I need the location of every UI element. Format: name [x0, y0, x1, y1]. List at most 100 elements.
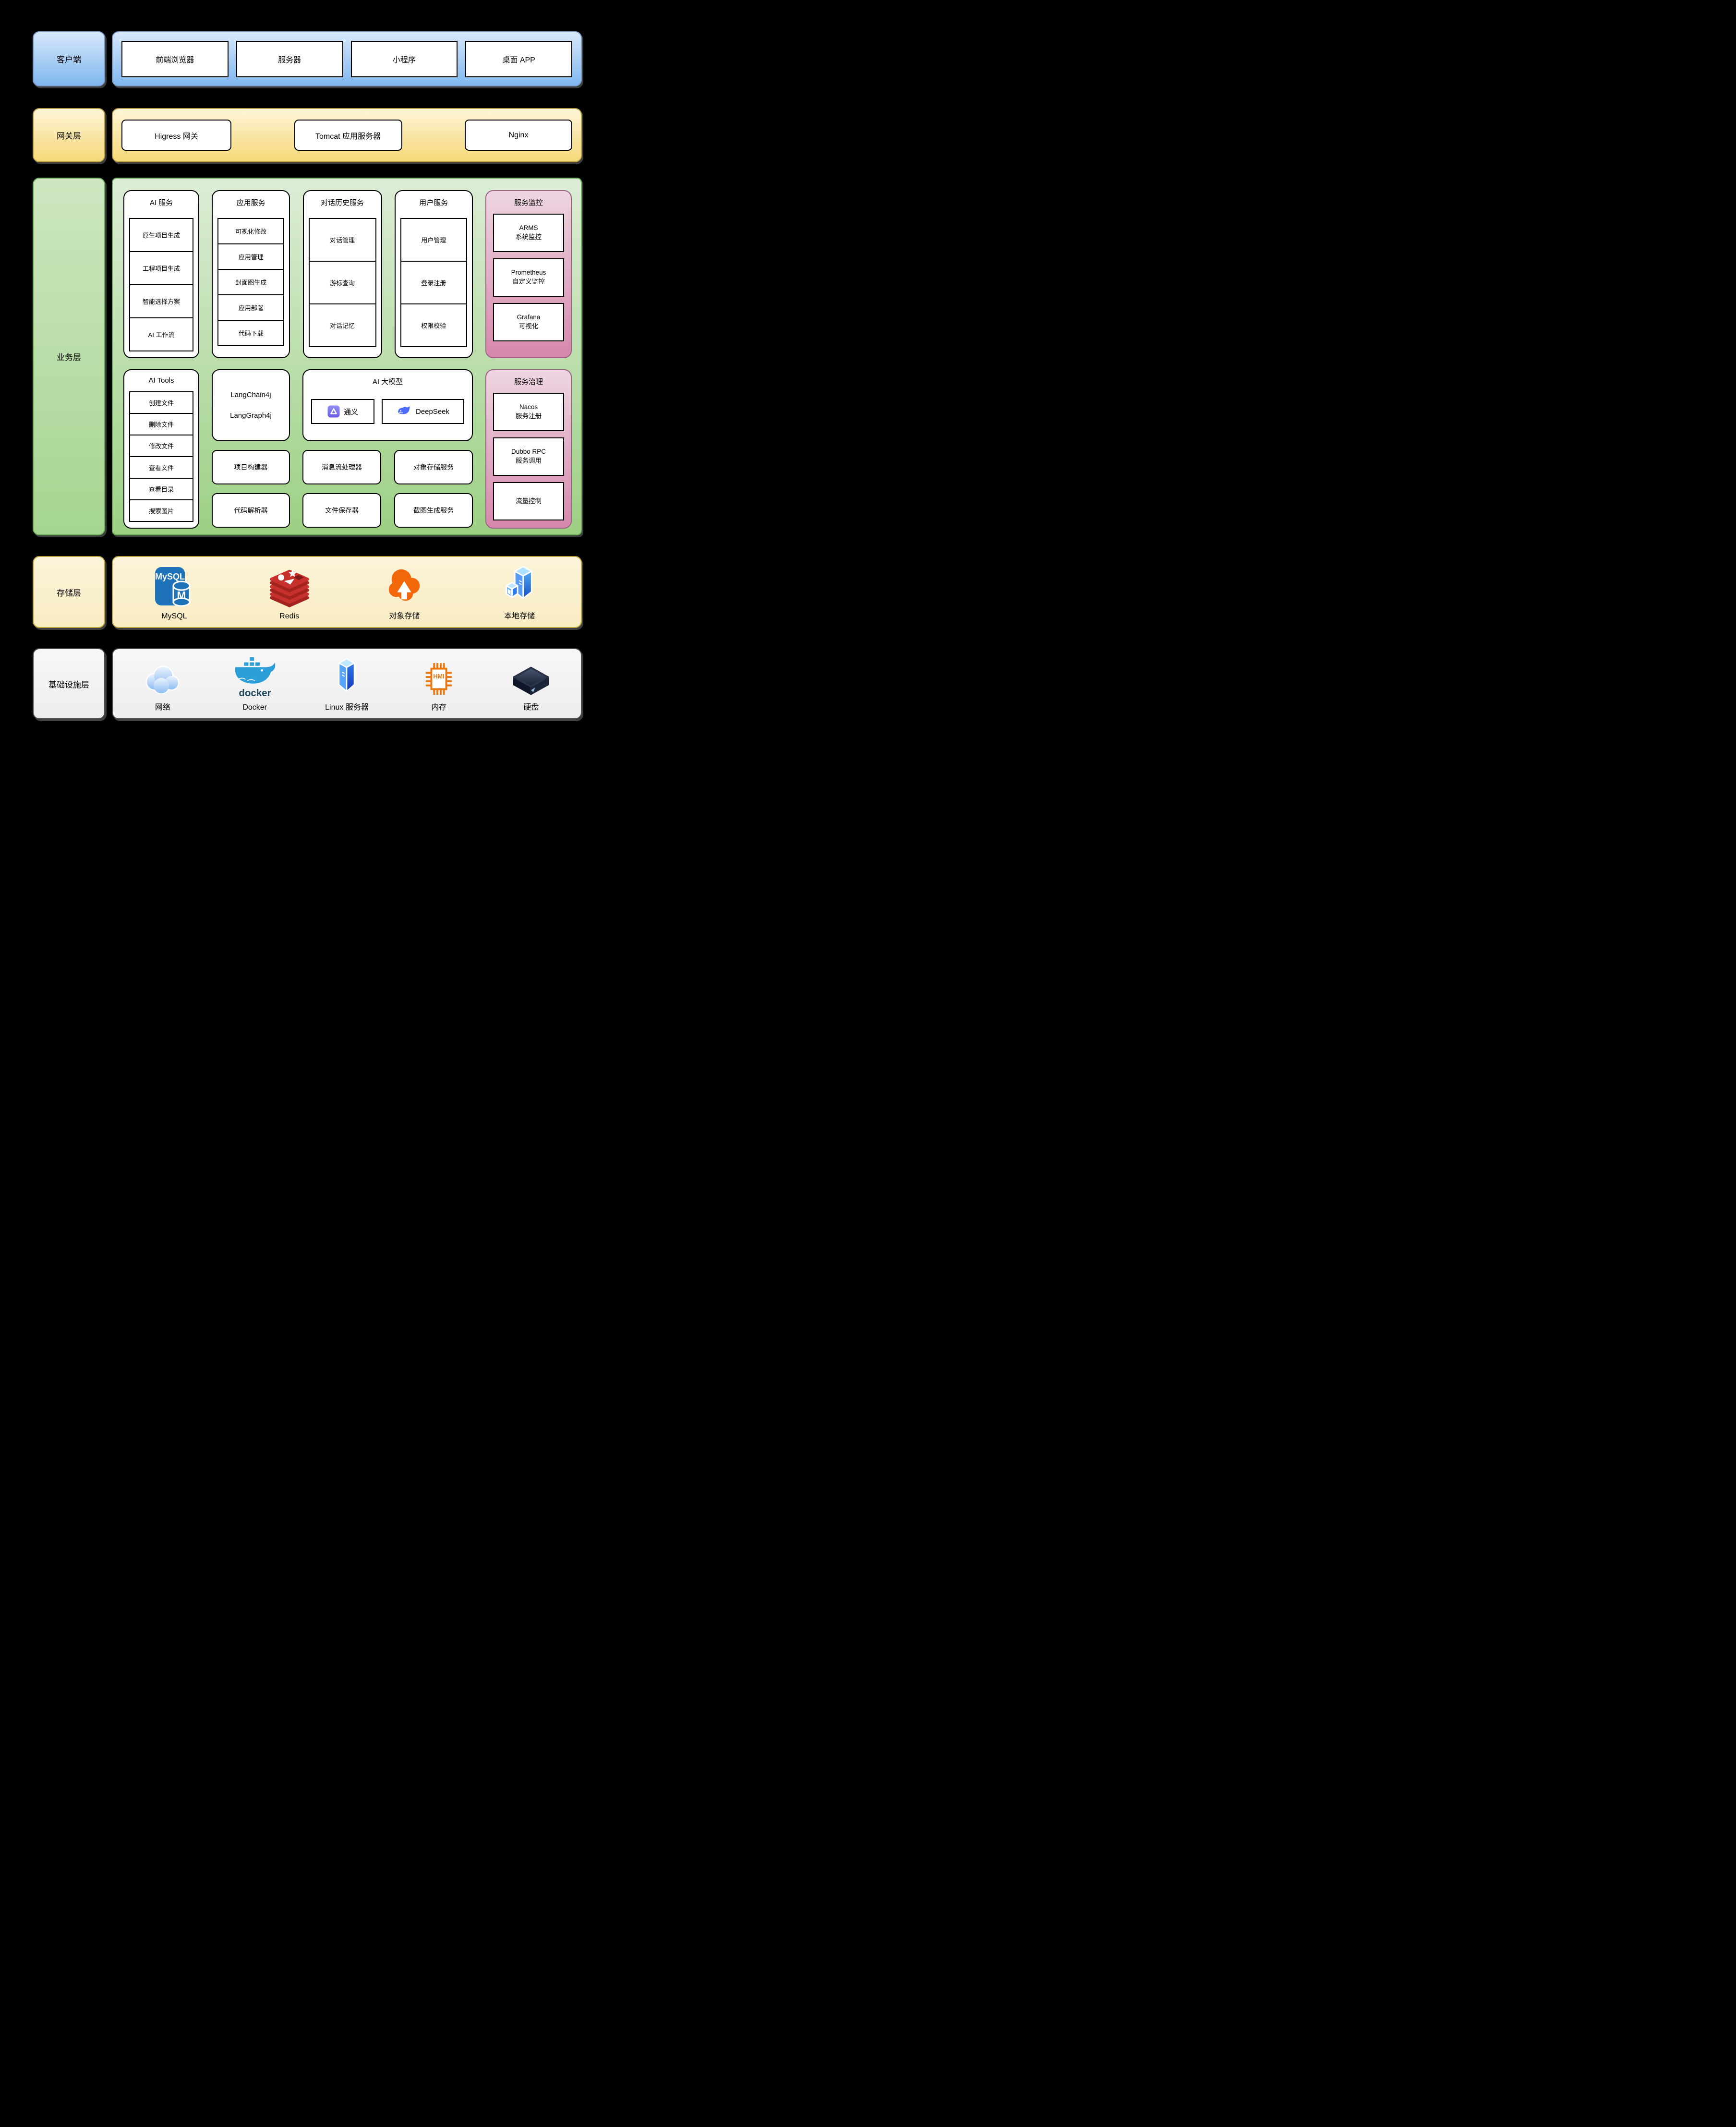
infra-layer-label: 基础设施层 [33, 648, 105, 719]
gateway-layer-row: 网关层 Higress 网关 Tomcat 应用服务器 Nginx [33, 108, 582, 162]
list-item: 应用部署 [217, 294, 285, 321]
tongyi-label: 通义 [343, 408, 358, 416]
governance-item-line2: 服务调用 [516, 457, 542, 464]
infra-item-label: 内存 [431, 703, 447, 712]
list-item: 用户管理 [400, 218, 467, 262]
list-item: 删除文件 [129, 413, 193, 435]
network-cloud-icon [142, 658, 183, 696]
deepseek-icon [398, 406, 410, 414]
gateway-box-tomcat: Tomcat 应用服务器 [294, 120, 402, 151]
business-bottom-cards: AI Tools 创建文件 删除文件 修改文件 查看文件 查看目录 搜索图片 L… [113, 369, 581, 529]
storage-layer-row: 存储层 MySQL M MySQL [33, 556, 582, 628]
infra-layer-row: 基础设施层 [33, 648, 582, 719]
storage-item-mysql: MySQL M MySQL [117, 557, 232, 627]
list-item: AI 工作流 [129, 317, 193, 351]
business-layer-label: 业务层 [33, 178, 105, 535]
infra-item-label: 网络 [155, 703, 170, 712]
storage-items: MySQL M MySQL [113, 557, 581, 627]
deepseek-model-box: DeepSeek [382, 399, 464, 424]
monitor-item-line2: 系统监控 [516, 233, 542, 241]
infra-layer-label-text: 基础设施层 [48, 680, 89, 689]
monitor-item-line2: 可视化 [518, 323, 539, 330]
project-builder-box: 项目构建器 [212, 450, 290, 484]
list-item: 对话记忆 [308, 303, 376, 347]
list-item: 封面图生成 [217, 269, 285, 295]
infra-item-label: Linux 服务器 [325, 703, 369, 712]
infra-item-linux-server: Linux 服务器 [301, 649, 393, 718]
list-item: 工程项目生成 [129, 251, 193, 285]
screenshot-service-box: 截图生成服务 [394, 493, 473, 528]
chat-history-title: 对话历史服务 [320, 199, 364, 207]
mid-row-1: 消息流处理器 对象存储服务 [302, 450, 473, 484]
list-item: 修改文件 [129, 435, 193, 457]
list-item: 代码下载 [217, 320, 285, 346]
code-parser-box: 代码解析器 [212, 493, 290, 528]
client-box-server: 服务器 [236, 40, 343, 77]
gateway-layer-label: 网关层 [33, 108, 105, 162]
storage-item-label: 对象存储 [389, 612, 420, 620]
governance-item-line2: 服务注册 [516, 412, 542, 420]
storage-item-oss: 对象存储 [347, 557, 462, 627]
monitor-item-arms: ARMS 系统监控 [493, 214, 564, 252]
business-layer-row: 业务层 AI 服务 原生项目生成 工程项目生成 智能选择方案 AI 工作流 应用… [33, 178, 582, 535]
list-item: 创建文件 [129, 391, 193, 414]
client-box-miniprogram: 小程序 [350, 40, 458, 77]
infra-item-docker: docker Docker [209, 649, 301, 718]
service-monitor-title: 服务监控 [514, 199, 543, 207]
redis-icon [267, 566, 312, 608]
mysql-icon: MySQL M [151, 566, 197, 608]
client-layer-row: 客户端 前端浏览器 服务器 小程序 桌面 APP [33, 31, 582, 86]
governance-item-nacos: Nacos 服务注册 [493, 393, 564, 431]
local-storage-icon [502, 563, 537, 605]
monitor-item-line1: ARMS [519, 224, 538, 232]
deepseek-label: DeepSeek [415, 407, 450, 416]
list-item: 搜索图片 [129, 499, 193, 522]
ai-tools-list: 创建文件 删除文件 修改文件 查看文件 查看目录 搜索图片 [129, 391, 193, 522]
svg-text:HMI: HMI [434, 673, 445, 680]
business-column-2: LangChain4j LangGraph4j 项目构建器 代码解析器 [212, 369, 290, 529]
infra-item-memory: HMI 内存 [393, 649, 485, 718]
storage-item-label: Redis [279, 612, 300, 620]
user-service-title: 用户服务 [419, 199, 448, 207]
storage-item-label: 本地存储 [504, 612, 535, 620]
app-service-card: 应用服务 可视化修改 应用管理 封面图生成 应用部署 代码下载 [212, 190, 290, 358]
business-layer-container: AI 服务 原生项目生成 工程项目生成 智能选择方案 AI 工作流 应用服务 可… [112, 178, 582, 535]
service-monitor-card: 服务监控 ARMS 系统监控 Prometheus 自定义监控 Grafana … [485, 190, 572, 358]
list-item: 应用管理 [217, 243, 285, 270]
service-governance-card: 服务治理 Nacos 服务注册 Dubbo RPC 服务调用 流量控制 [485, 369, 572, 529]
monitor-item-grafana: Grafana 可视化 [493, 303, 564, 341]
governance-item-line1: Dubbo RPC [511, 448, 546, 456]
monitor-item-prometheus: Prometheus 自定义监控 [493, 258, 564, 297]
list-item: 权限校验 [400, 303, 467, 347]
langchain-line: LangChain4j [230, 391, 271, 399]
svg-text:MySQL: MySQL [155, 572, 185, 581]
object-storage-icon [384, 563, 425, 605]
memory-chip-icon: HMI [423, 658, 455, 696]
langgraph-line: LangGraph4j [230, 411, 272, 420]
file-saver-box: 文件保存器 [302, 493, 381, 528]
infra-item-label: Docker [242, 703, 267, 712]
governance-item-dubbo: Dubbo RPC 服务调用 [493, 437, 564, 476]
ai-models-row: 通义 DeepSeek [303, 399, 472, 424]
business-layer-label-text: 业务层 [57, 353, 81, 362]
infra-item-network: 网络 [117, 649, 209, 718]
hard-disk-icon [512, 658, 550, 696]
storage-item-redis: Redis [232, 557, 347, 627]
governance-item-flow-control: 流量控制 [493, 482, 564, 520]
monitor-item-line1: Prometheus [511, 269, 546, 277]
chat-history-list: 对话管理 游标查询 对话记忆 [308, 218, 376, 347]
list-item: 登录注册 [400, 261, 467, 304]
list-item: 游标查询 [308, 261, 376, 304]
storage-layer-label: 存储层 [33, 556, 105, 628]
business-column-34: AI 大模型 通义 [302, 369, 473, 529]
client-layer-container: 前端浏览器 服务器 小程序 桌面 APP [112, 31, 582, 86]
gateway-layer-label-text: 网关层 [57, 132, 81, 141]
ai-tools-card: AI Tools 创建文件 删除文件 修改文件 查看文件 查看目录 搜索图片 [123, 369, 199, 529]
service-governance-title: 服务治理 [514, 378, 543, 386]
storage-item-local: 本地存储 [462, 557, 577, 627]
tongyi-icon [327, 405, 340, 418]
mid-row-2: 文件保存器 截图生成服务 [302, 493, 473, 528]
list-item: 可视化修改 [217, 218, 285, 244]
tongyi-model-box: 通义 [311, 399, 374, 424]
ai-models-card: AI 大模型 通义 [302, 369, 473, 441]
